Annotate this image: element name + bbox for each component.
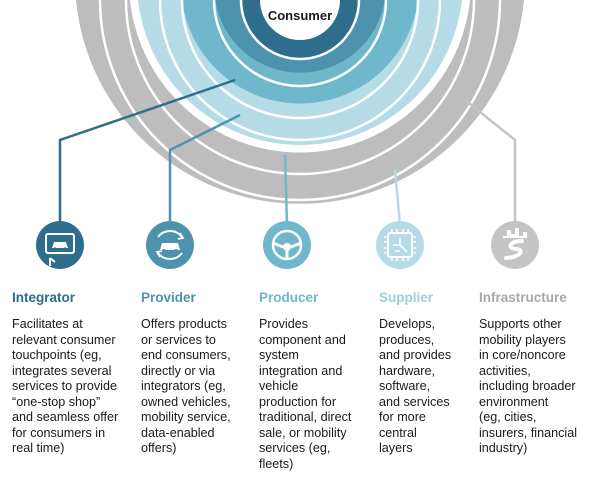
- car-cycle-icon: [146, 221, 194, 269]
- column-description-supplier: Develops, produces, and provides hardwar…: [379, 317, 452, 455]
- connector-supplier: [393, 169, 402, 226]
- ring-supplier: [138, 0, 462, 145]
- column-infrastructure: Infrastructure Supports other mobility p…: [479, 290, 597, 457]
- ring-producer: [182, 0, 418, 104]
- column-title-producer: Producer: [259, 290, 319, 305]
- column-description-producer: Provides component and system integratio…: [259, 317, 352, 471]
- touchscreen-car-icon: [36, 221, 84, 269]
- column-integrator: Integrator Facilitates at relevant consu…: [12, 290, 124, 457]
- steering-wheel-icon: [263, 221, 311, 269]
- center-label: Consumer: [268, 8, 332, 23]
- connector-infrastructure: [464, 99, 517, 225]
- ring-integrator: [242, 0, 358, 58]
- column-producer: Producer Provides component and system i…: [259, 290, 371, 472]
- microchip-icon: [376, 221, 424, 269]
- column-description-provider: Offers products or services to end consu…: [141, 317, 231, 455]
- ring-infrastructure: [76, 0, 524, 204]
- column-title-integrator: Integrator: [12, 290, 76, 305]
- connector-producer: [283, 154, 289, 226]
- column-supplier: Supplier Develops, produces, and provide…: [379, 290, 491, 457]
- column-description-infrastructure: Supports other mobility players in core/…: [479, 317, 577, 455]
- ring-separators: [98, 0, 502, 202]
- column-description-integrator: Facilitates at relevant consumer touchpo…: [12, 317, 119, 455]
- road-city-icon: [491, 221, 539, 269]
- column-title-supplier: Supplier: [379, 290, 434, 305]
- connector-provider: [168, 113, 241, 225]
- column-provider: Provider Offers products or services to …: [141, 290, 253, 457]
- column-title-provider: Provider: [141, 290, 196, 305]
- connector-integrator: [58, 78, 236, 225]
- column-title-infrastructure: Infrastructure: [479, 290, 567, 305]
- ring-provider: [215, 0, 385, 73]
